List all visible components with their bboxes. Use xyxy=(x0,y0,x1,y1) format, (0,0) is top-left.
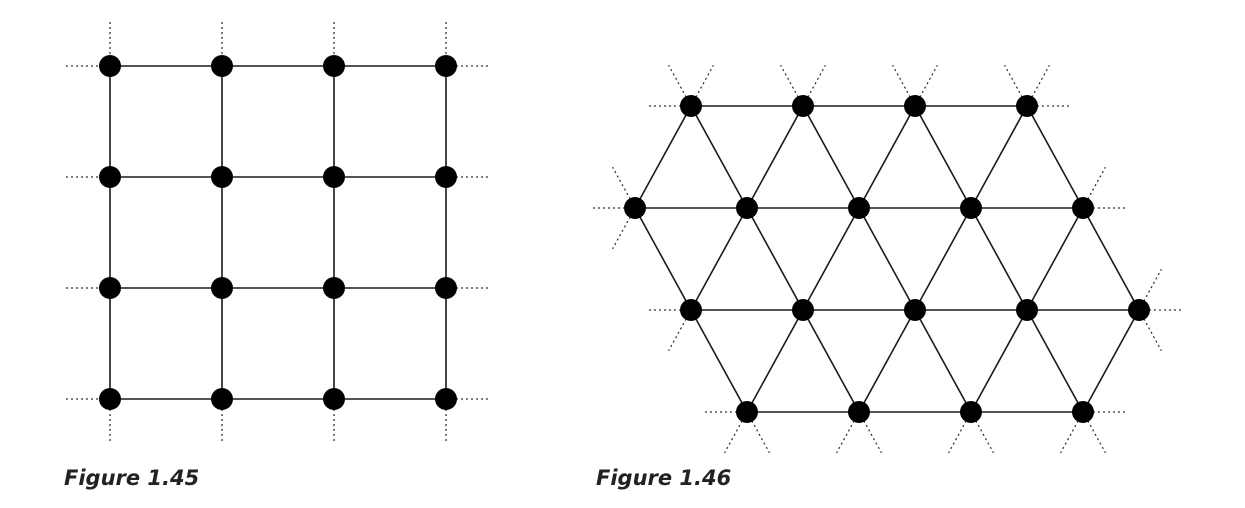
lattice-node xyxy=(792,95,814,117)
lattice-node xyxy=(323,388,345,410)
lattice-edge xyxy=(690,309,748,413)
lattice-edge xyxy=(802,207,860,311)
lattice-node xyxy=(960,197,982,219)
lattice-node xyxy=(99,388,121,410)
lattice-node xyxy=(1072,401,1094,423)
lattice-node xyxy=(624,197,646,219)
lattice-edge xyxy=(858,207,916,311)
lattice-edge xyxy=(746,207,804,311)
lattice-node xyxy=(1016,95,1038,117)
square-lattice-figure xyxy=(66,22,490,443)
lattice-node xyxy=(435,388,457,410)
lattice-node xyxy=(211,277,233,299)
figure-1-46-caption: Figure 1.46 xyxy=(596,466,732,490)
lattice-edge xyxy=(1026,105,1084,209)
lattice-edge xyxy=(858,309,916,413)
lattice-edge xyxy=(690,105,748,209)
lattice-edge xyxy=(802,309,860,413)
lattice-edge xyxy=(746,309,804,413)
lattice-node xyxy=(435,55,457,77)
lattice-node xyxy=(323,166,345,188)
lattice-node xyxy=(736,401,758,423)
lattice-edge xyxy=(970,207,1028,311)
lattice-node xyxy=(99,277,121,299)
lattice-edge xyxy=(1082,309,1140,413)
lattice-node xyxy=(680,95,702,117)
lattice-node xyxy=(960,401,982,423)
lattice-edge xyxy=(802,105,860,209)
lattice-edge xyxy=(746,105,804,209)
lattice-edge xyxy=(1026,207,1084,311)
lattice-node xyxy=(99,55,121,77)
lattice-node xyxy=(435,166,457,188)
lattice-node xyxy=(904,95,926,117)
lattice-node xyxy=(323,277,345,299)
lattice-edge xyxy=(634,207,692,311)
lattice-node xyxy=(211,55,233,77)
lattice-node xyxy=(904,299,926,321)
lattice-node xyxy=(211,166,233,188)
lattice-node xyxy=(848,401,870,423)
lattice-edge xyxy=(1026,309,1084,413)
lattice-node xyxy=(1072,197,1094,219)
lattice-edge xyxy=(970,309,1028,413)
lattice-node xyxy=(792,299,814,321)
lattice-edge xyxy=(858,105,916,209)
lattice-node xyxy=(1016,299,1038,321)
lattice-edge xyxy=(1082,207,1140,311)
lattice-node xyxy=(211,388,233,410)
lattice-edge xyxy=(970,105,1028,209)
lattice-node xyxy=(736,197,758,219)
lattice-edge xyxy=(914,105,972,209)
lattice-edge xyxy=(690,207,748,311)
lattice-edge xyxy=(634,105,692,209)
lattice-node xyxy=(1128,299,1150,321)
lattice-node xyxy=(680,299,702,321)
lattice-node xyxy=(435,277,457,299)
lattice-node xyxy=(99,166,121,188)
triangular-lattice-figure xyxy=(590,64,1184,454)
lattice-edge xyxy=(914,309,972,413)
lattice-node xyxy=(323,55,345,77)
lattice-node xyxy=(848,197,870,219)
lattice-edge xyxy=(914,207,972,311)
figure-1-45-caption: Figure 1.45 xyxy=(64,466,200,490)
